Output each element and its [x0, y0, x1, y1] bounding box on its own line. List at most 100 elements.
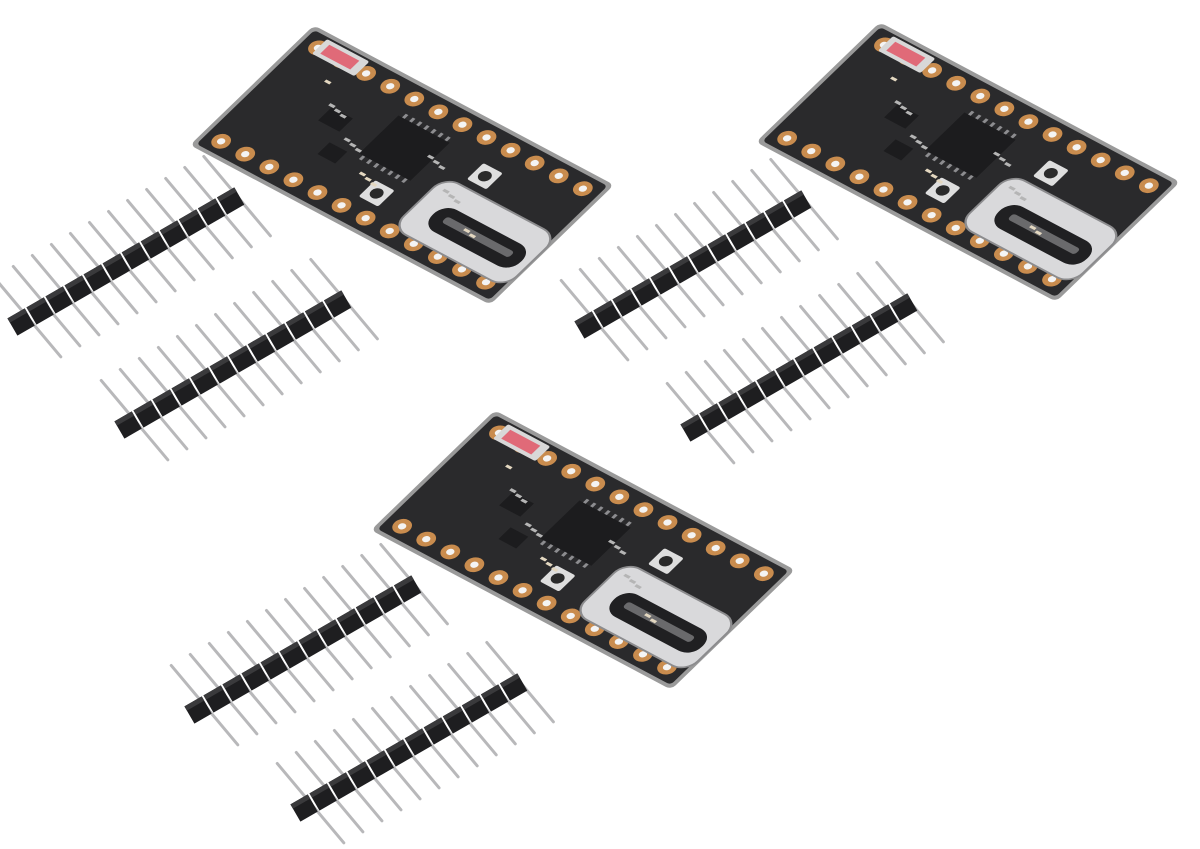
pin-pad	[994, 101, 1015, 117]
header-pin	[271, 279, 341, 363]
microcontroller-board	[192, 27, 612, 303]
pin-pad	[379, 223, 400, 239]
pin-pad	[464, 557, 485, 573]
header-pin	[169, 663, 240, 747]
tactile-button	[648, 548, 683, 574]
pin-pad	[488, 570, 509, 585]
header-pin	[856, 271, 926, 355]
header-pin	[559, 278, 630, 362]
header-pin	[351, 717, 422, 801]
pin-pad	[211, 133, 232, 149]
header-pin	[409, 684, 479, 768]
header-pin	[654, 223, 725, 307]
pin-pad	[945, 220, 966, 236]
pin-pad	[404, 91, 425, 107]
header-pin	[597, 256, 668, 340]
usb-c-connector	[964, 177, 1118, 281]
header-pin	[175, 334, 246, 418]
small-chip	[317, 142, 348, 164]
header-pin	[252, 290, 322, 374]
header-pin	[341, 564, 411, 648]
pin-pad	[873, 182, 894, 197]
header-pin	[703, 359, 774, 443]
pin-pad	[512, 582, 533, 598]
header-pin	[818, 293, 888, 377]
tactile-button	[359, 180, 394, 206]
header-pin	[693, 201, 763, 285]
header-pin	[164, 176, 234, 260]
pin-pad	[705, 540, 726, 556]
pin-pad	[572, 181, 593, 197]
pin-pad	[897, 194, 918, 210]
pin-pad	[633, 502, 654, 518]
header-pin	[731, 179, 801, 263]
microcontroller-board	[373, 412, 793, 688]
header-pin	[712, 190, 782, 274]
usb-c-connector	[579, 565, 733, 669]
mcu-chip	[359, 115, 450, 181]
header-pin	[780, 315, 850, 399]
header-pin	[322, 575, 392, 659]
pin-pad	[1018, 114, 1039, 130]
tactile-button	[540, 565, 575, 591]
pin-pad	[561, 463, 582, 479]
header-pin	[207, 641, 278, 725]
pin-pad	[537, 451, 558, 466]
pin-pad	[356, 66, 377, 81]
header-pin	[390, 695, 460, 779]
pin-header	[0, 154, 272, 359]
pin-pad	[801, 143, 822, 159]
header-pin	[360, 553, 430, 637]
pin-header	[559, 157, 839, 362]
tactile-button	[925, 177, 960, 203]
header-pin	[233, 301, 303, 385]
header-pin	[68, 231, 139, 315]
pin-header	[99, 257, 379, 462]
pin-pad	[1138, 178, 1159, 194]
pin-pad	[380, 78, 401, 94]
pin-pad	[476, 130, 497, 145]
mcu-chip	[925, 112, 1016, 178]
header-pin	[188, 652, 259, 736]
regulator-chip	[499, 492, 534, 517]
header-pin	[578, 267, 649, 351]
usb-c-connector	[398, 180, 552, 284]
header-pin	[183, 165, 253, 249]
header-pin	[30, 253, 101, 337]
battery-connector	[493, 424, 550, 461]
header-pin	[294, 750, 365, 834]
pin-pad	[946, 75, 967, 91]
small-chip	[883, 139, 914, 161]
header-pin	[156, 345, 227, 429]
header-pin	[760, 326, 831, 410]
header-pin	[313, 739, 384, 823]
regulator-chip	[318, 107, 353, 132]
pin-pad	[392, 518, 413, 534]
header-pin	[616, 245, 687, 329]
pin-pad	[1090, 152, 1111, 168]
header-pin	[303, 586, 373, 670]
header-pin	[214, 312, 284, 396]
pin-pad	[657, 515, 678, 530]
pin-pad	[283, 172, 304, 188]
header-pin	[245, 619, 316, 703]
header-pin	[379, 542, 449, 626]
pin-pad	[452, 117, 473, 133]
header-pin	[635, 234, 706, 318]
pin-pad	[753, 566, 774, 582]
microcontroller-board	[758, 24, 1178, 300]
pin-pad	[921, 207, 942, 223]
mcu-chip	[540, 500, 631, 566]
header-pin	[665, 381, 736, 465]
pin-header	[169, 542, 449, 747]
pin-pad	[777, 130, 798, 146]
pin-pad	[970, 88, 991, 104]
pin-pad	[500, 142, 521, 158]
header-pin	[87, 220, 158, 304]
header-pin	[275, 761, 346, 845]
header-pin	[99, 378, 170, 462]
pin-pad	[729, 553, 750, 569]
header-pin	[118, 367, 189, 451]
header-pin	[137, 356, 208, 440]
